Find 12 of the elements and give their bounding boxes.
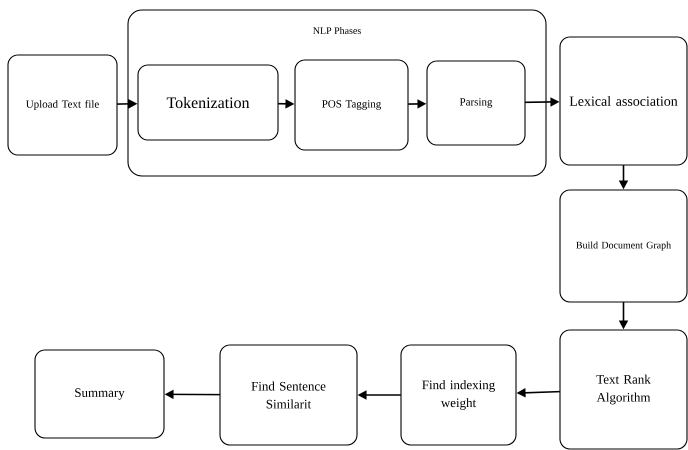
process-box: Build Document Graph bbox=[559, 189, 688, 303]
process-box: Lexical association bbox=[559, 36, 688, 166]
process-box: Summary bbox=[34, 349, 165, 439]
process-box: Upload Text file bbox=[7, 54, 118, 156]
process-box: Parsing bbox=[426, 60, 526, 146]
process-box: Find Sentence Similarit bbox=[219, 344, 358, 446]
process-box: Text Rank Algorithm bbox=[559, 329, 688, 450]
process-box: POS Tagging bbox=[294, 59, 409, 151]
group-title: NLP Phases bbox=[313, 26, 361, 34]
process-box: Find indexing weight bbox=[400, 344, 517, 446]
process-box: Tokenization bbox=[137, 64, 279, 141]
group-box bbox=[127, 9, 547, 177]
